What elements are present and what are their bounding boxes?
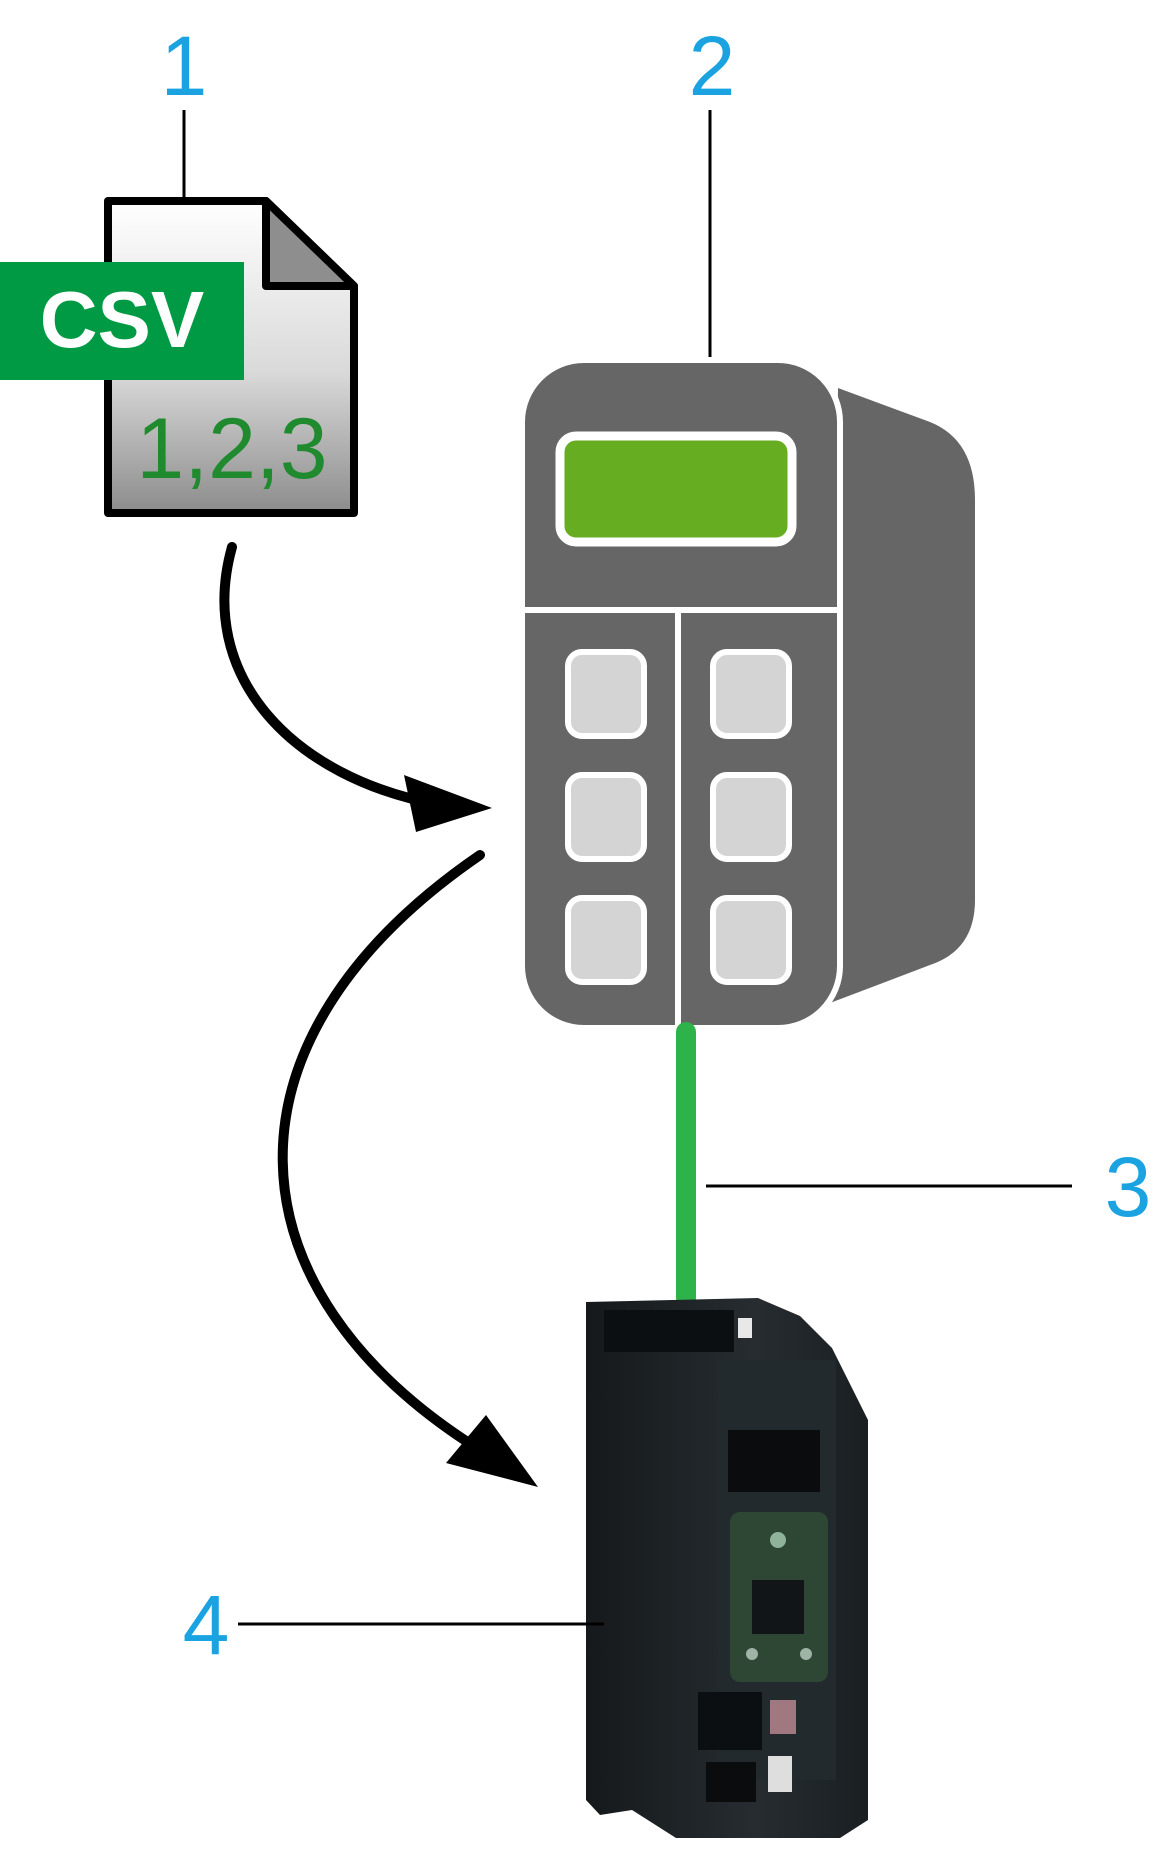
terminal-screen bbox=[555, 431, 797, 547]
csv-content-text: 1,2,3 bbox=[136, 401, 327, 497]
csv-tag-background bbox=[0, 262, 244, 380]
callout-number-2: 2 bbox=[689, 19, 736, 113]
drive-terminal-label bbox=[770, 1700, 796, 1734]
terminal-key-2 bbox=[710, 649, 792, 739]
document-fold-corner bbox=[262, 197, 358, 290]
drive-bottom-connector bbox=[768, 1756, 792, 1792]
callout-number-1: 1 bbox=[161, 19, 208, 113]
callout-number-3: 3 bbox=[1105, 1140, 1152, 1234]
keypad-terminal-icon bbox=[519, 357, 975, 1031]
arrow-terminal-to-drive bbox=[277, 850, 485, 1455]
drive-top-slot bbox=[738, 1318, 752, 1338]
csv-tag-label: CSV bbox=[40, 275, 205, 364]
terminal-key-5 bbox=[565, 895, 647, 985]
arrow-terminal-to-drive-head bbox=[446, 1415, 538, 1487]
terminal-key-6 bbox=[710, 895, 792, 985]
terminal-back-housing bbox=[830, 388, 975, 1003]
drive-bottom-port bbox=[706, 1762, 756, 1802]
drive-screw-right bbox=[800, 1648, 812, 1660]
drive-rj45-port bbox=[752, 1580, 804, 1634]
drive-upper-connector bbox=[728, 1430, 820, 1492]
callout-number-4: 4 bbox=[183, 1578, 230, 1672]
terminal-key-1 bbox=[565, 649, 647, 739]
terminal-key-4 bbox=[710, 772, 792, 862]
drive-screw-left bbox=[746, 1648, 758, 1660]
csv-file-icon: CSV 1,2,3 bbox=[0, 197, 358, 517]
arrow-csv-to-terminal bbox=[219, 542, 445, 810]
drive-lower-terminal bbox=[698, 1692, 762, 1750]
terminal-key-3 bbox=[565, 772, 647, 862]
drive-top-vent bbox=[604, 1310, 734, 1352]
drive-status-led bbox=[770, 1532, 786, 1548]
arrow-csv-to-terminal-head bbox=[404, 775, 492, 832]
variable-speed-drive-icon bbox=[586, 1298, 868, 1838]
